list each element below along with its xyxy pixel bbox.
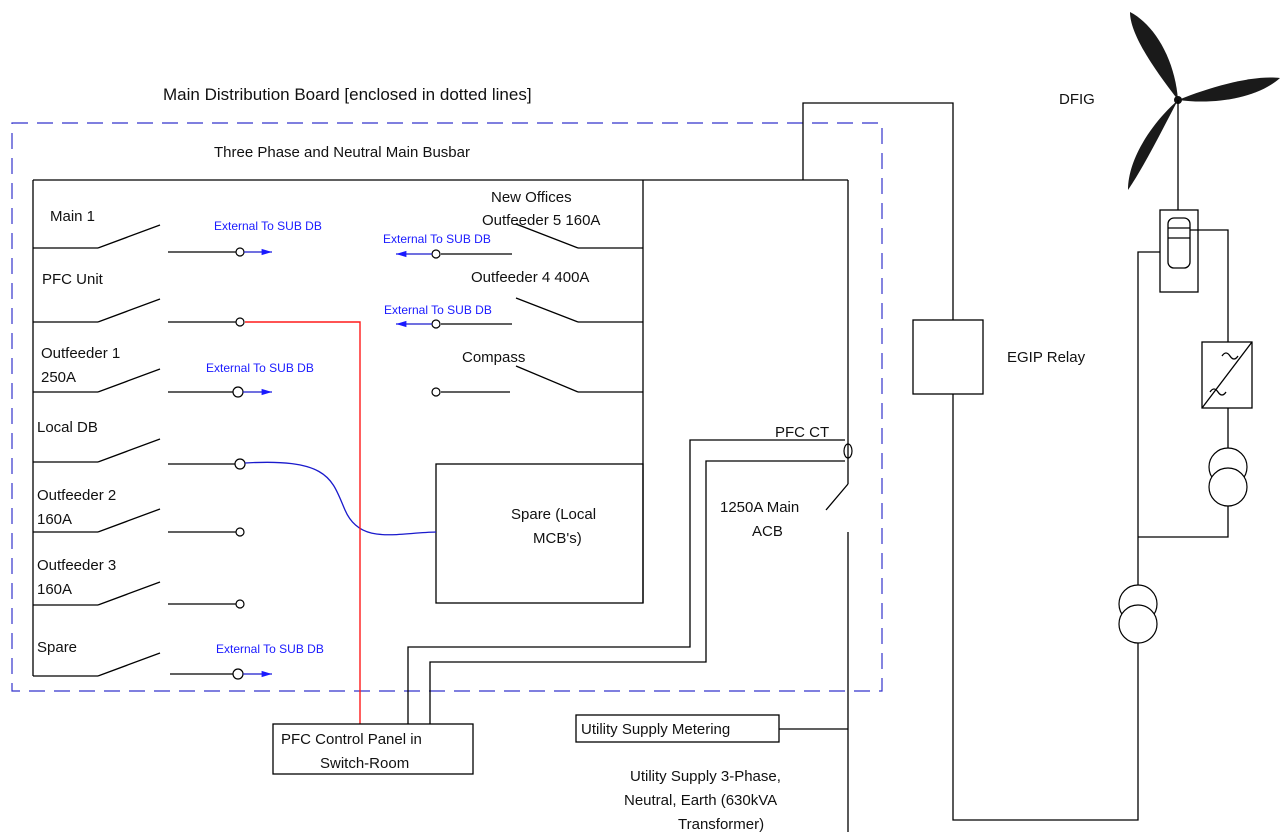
pfc-panel-line-2: Switch-Room: [320, 755, 409, 772]
relay-return-line: [952, 394, 1139, 821]
pfc-ct-label: PFC CT: [775, 424, 829, 441]
converter-icon: [1201, 341, 1253, 409]
feeder-main-1: Main 1 External To SUB DB: [33, 208, 322, 257]
feeder-label-rating: 160A: [37, 511, 72, 528]
utility-metering: Utility Supply Metering: [575, 714, 848, 743]
rotor-return: [1138, 506, 1229, 538]
main-acb-line-2: ACB: [752, 523, 783, 540]
grid-transformer-icon: [1118, 584, 1158, 644]
board-boundary: [11, 122, 883, 692]
ct-wire-1: [407, 439, 845, 724]
feeder-compass: Compass: [431, 349, 643, 397]
utility-supply-line-1: Utility Supply 3-Phase,: [630, 768, 781, 785]
feeder-outfeeder-2: Outfeeder 2 160A: [33, 487, 245, 537]
metering-label: Utility Supply Metering: [581, 721, 730, 738]
pfc-panel-line-1: PFC Control Panel in: [281, 731, 422, 748]
external-label: External To SUB DB: [206, 361, 314, 375]
spare-box-line-2: MCB's): [533, 530, 582, 547]
feeder-label-rating: Outfeeder 5 160A: [482, 212, 600, 229]
feeder-label: Outfeeder 3: [37, 557, 116, 574]
utility-supply-line-2: Neutral, Earth (630kVA: [624, 792, 777, 809]
utility-supply-line-3: Transformer): [678, 816, 764, 833]
feeder-label: Local DB: [37, 419, 98, 436]
wind-turbine-icon: [1128, 12, 1280, 210]
feeder-outfeeder-1: Outfeeder 1 250A External To SUB DB: [33, 345, 314, 398]
rotor-transformer-icon: [1208, 447, 1248, 507]
feeder-label-rating: 250A: [41, 369, 76, 386]
main-acb-switch: [825, 483, 849, 511]
feeder-label: PFC Unit: [42, 271, 104, 288]
feeder-new-offices: New Offices Outfeeder 5 160A External To…: [383, 189, 643, 259]
feeder-label: Main 1: [50, 208, 95, 225]
feeder-outfeeder-4: Outfeeder 4 400A External To SUB DB: [384, 269, 643, 329]
feeder-label: Spare: [37, 639, 77, 656]
stator-branch: [1137, 251, 1160, 586]
local-db-link: [244, 461, 437, 536]
feeder-label: Outfeeder 2: [37, 487, 116, 504]
feeder-spare: Spare External To SUB DB: [33, 639, 324, 680]
feeder-local-db: Local DB: [33, 419, 246, 470]
busbar-label: Three Phase and Neutral Main Busbar: [214, 144, 470, 161]
feeder-label: Outfeeder 1: [41, 345, 120, 362]
dfig-feed-line: [802, 102, 954, 320]
feeder-pfc-unit: PFC Unit: [33, 271, 245, 327]
main-acb-line-1: 1250A Main: [720, 499, 799, 516]
feeder-label: Compass: [462, 349, 525, 366]
dfig-label: DFIG: [1059, 91, 1095, 108]
external-label: External To SUB DB: [214, 219, 322, 233]
relay-label: EGIP Relay: [1007, 349, 1086, 366]
spare-box-line-1: Spare (Local: [511, 506, 596, 523]
egip-relay: EGIP Relay: [912, 319, 1086, 395]
pfc-control-panel: PFC Control Panel in Switch-Room: [272, 723, 474, 775]
feeder-outfeeder-3: Outfeeder 3 160A: [33, 557, 245, 609]
external-label: External To SUB DB: [216, 642, 324, 656]
external-label: External To SUB DB: [384, 303, 492, 317]
feeder-label-rating: 160A: [37, 581, 72, 598]
rotor-branch: [1190, 229, 1229, 342]
generator-icon: [1159, 209, 1199, 293]
diagram-title: Main Distribution Board [enclosed in dot…: [163, 85, 532, 104]
feeder-label: New Offices: [491, 189, 572, 206]
ct-wire-2: [429, 460, 845, 724]
pfc-link: [245, 321, 361, 724]
feeder-label: Outfeeder 4 400A: [471, 269, 589, 286]
external-label: External To SUB DB: [383, 232, 491, 246]
spare-local-mcb-box: Spare (Local MCB's): [435, 463, 644, 604]
